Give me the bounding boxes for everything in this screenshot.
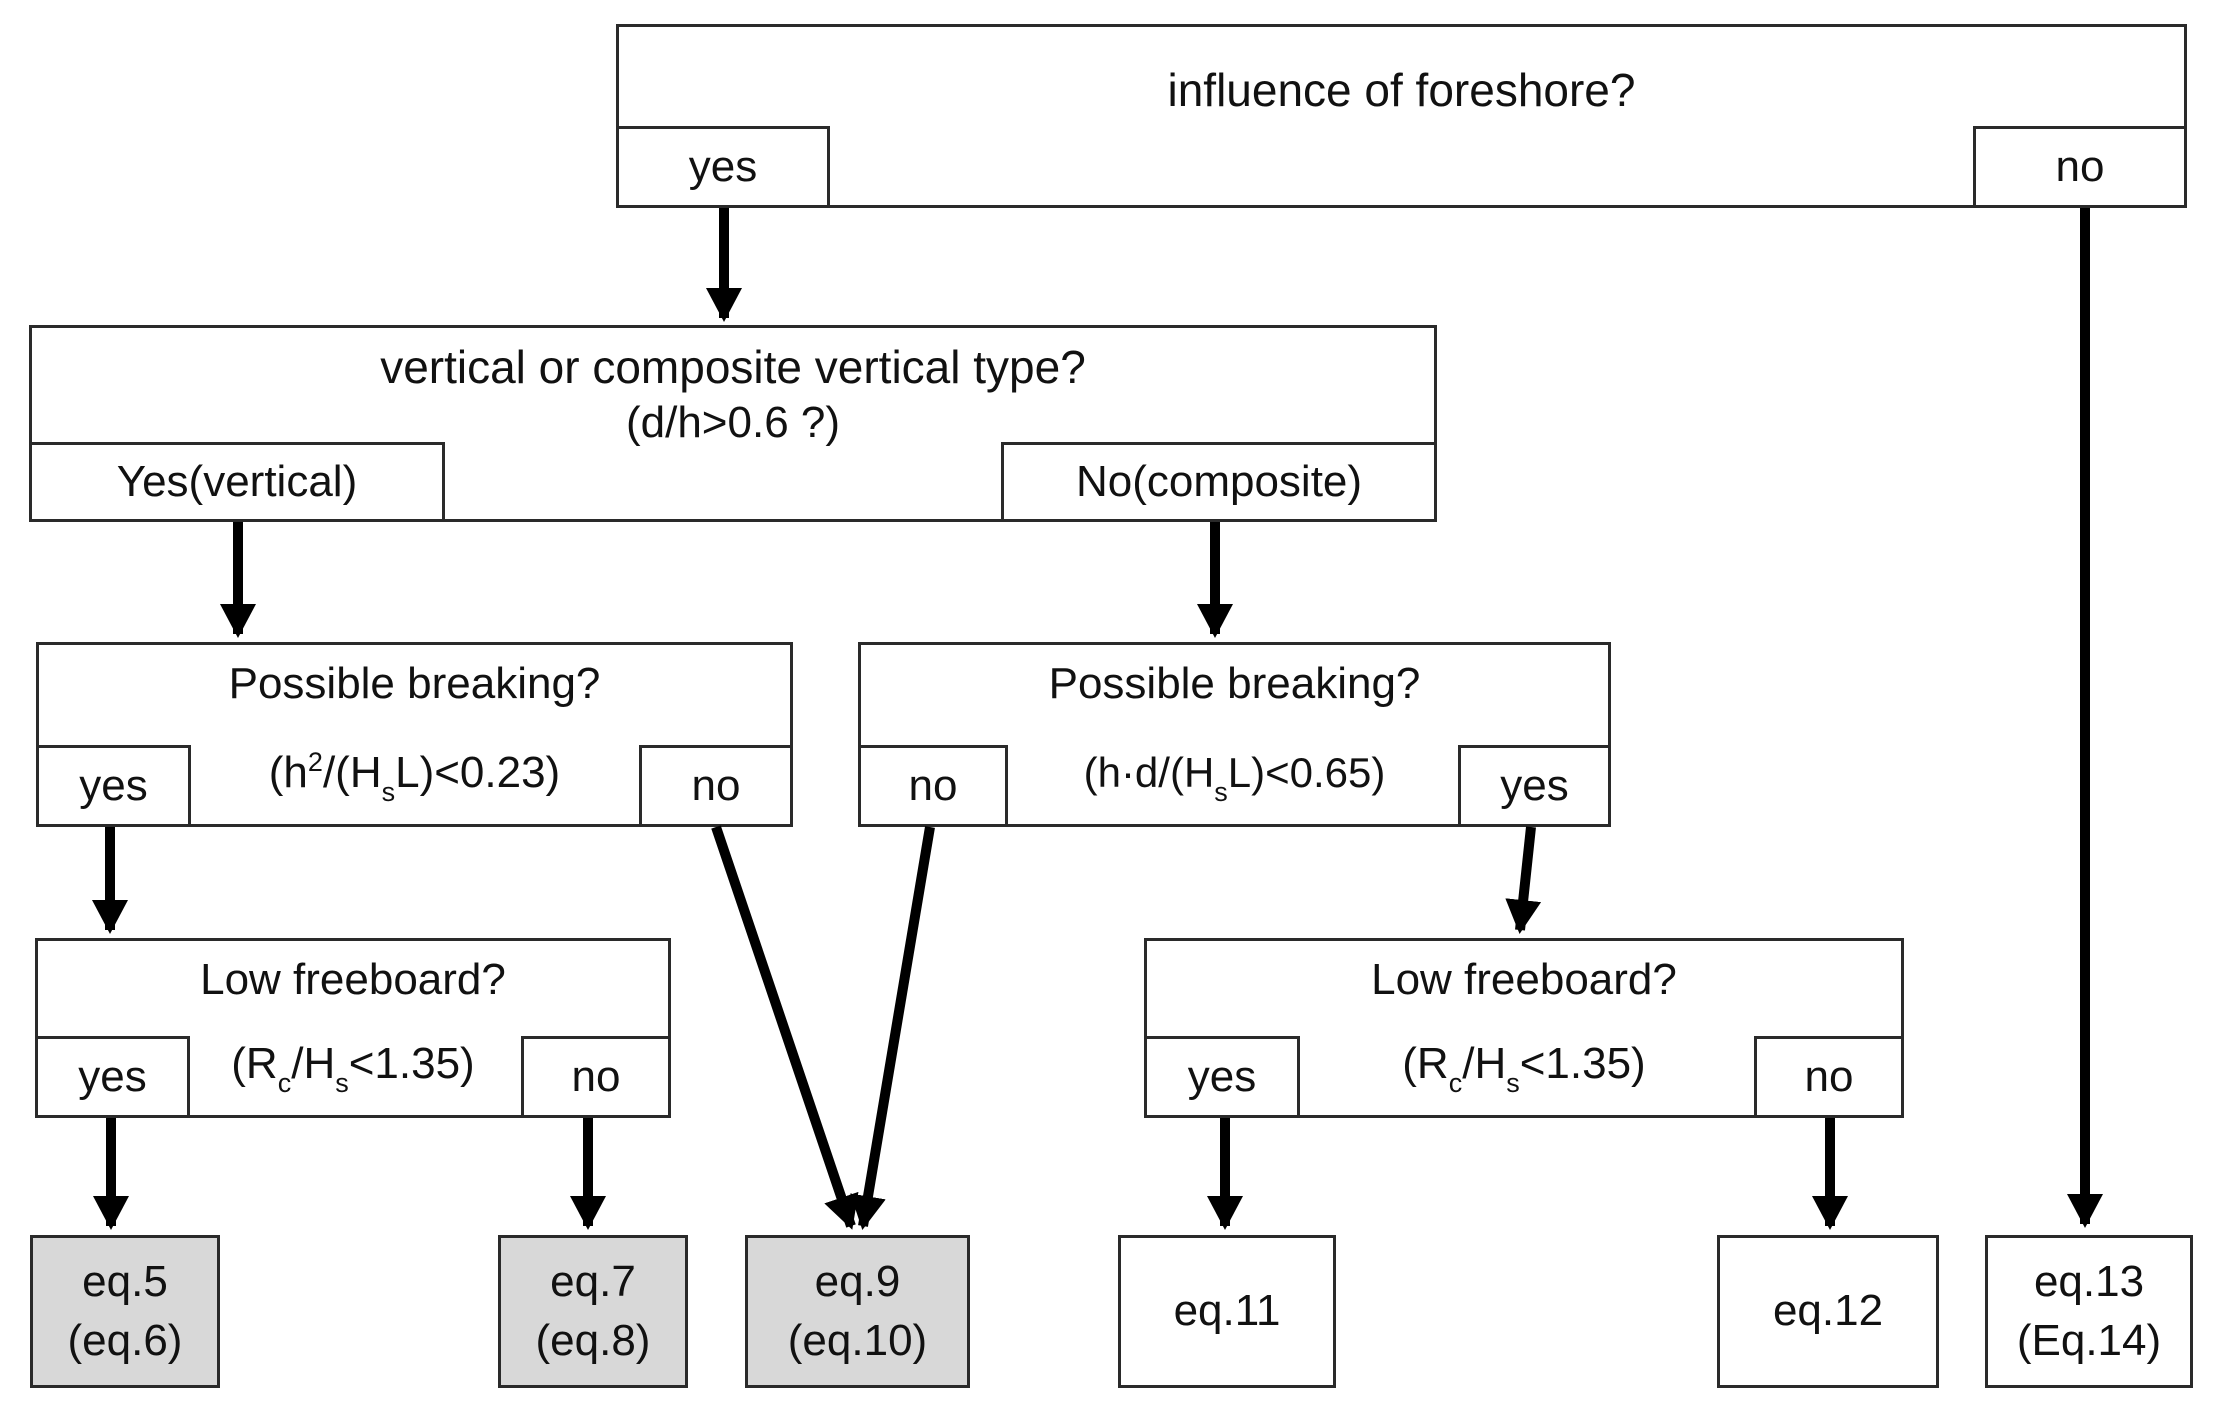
formula-part: (R	[231, 1039, 278, 1088]
formula-part: L)<0.23)	[395, 748, 561, 797]
result-eq9-line2: (eq.10)	[787, 1315, 928, 1365]
breaking-vertical-no-label: no	[691, 761, 741, 810]
formula-part: <1.35)	[1519, 1039, 1646, 1088]
wall-type-condition-label: (d/h>0.6 ?)	[625, 398, 841, 447]
freeboard-vertical-yes-label: yes	[78, 1052, 147, 1101]
formula-part: (h	[268, 748, 308, 797]
freeboard-composite-yes-tab: yes	[1144, 1036, 1300, 1118]
result-eq7-line2: (eq.8)	[535, 1315, 651, 1365]
freeboard-composite-formula: (Rc/Hs<1.35)	[1147, 1039, 1901, 1099]
result-eq13-line1: eq.13	[2033, 1257, 2145, 1307]
freeboard-composite-yes-label: yes	[1187, 1052, 1257, 1101]
arrow-breaking-composite-yes	[1505, 826, 1542, 934]
wall-type-no-tab: No(composite)	[1001, 442, 1437, 522]
result-eq7-line1: eq.7	[550, 1257, 636, 1307]
foreshore-no-tab: no	[1973, 126, 2187, 208]
breaking-vertical-question-label: Possible breaking?	[228, 659, 601, 708]
wall-type-question-label: vertical or composite vertical type?	[380, 341, 1086, 393]
result-eq11-line1: eq.11	[1173, 1286, 1281, 1336]
freeboard-composite-question-label: Low freeboard?	[1371, 955, 1677, 1004]
arrow-breaking-vertical-no-to-eq9	[711, 825, 859, 1230]
formula-subscript: c	[1448, 1068, 1463, 1098]
breaking-composite-yes-label: yes	[1500, 761, 1569, 810]
formula-part: /(H	[322, 748, 382, 797]
result-eq12: eq.12	[1717, 1235, 1939, 1388]
freeboard-vertical-no-tab: no	[521, 1036, 671, 1118]
formula-superscript: 2	[307, 747, 323, 777]
result-eq12-line1: eq.12	[1772, 1286, 1884, 1336]
wall-type-yes-label: Yes(vertical)	[116, 457, 358, 506]
result-eq11: eq.11	[1118, 1235, 1336, 1388]
result-eq9-line1: eq.9	[814, 1257, 901, 1307]
freeboard-vertical-no-label: no	[571, 1052, 621, 1101]
breaking-vertical-no-tab: no	[639, 745, 793, 827]
foreshore-no-label: no	[2055, 142, 2105, 191]
formula-part: (h·d/(H	[1083, 749, 1215, 796]
breaking-composite-question-label: Possible breaking?	[1048, 659, 1421, 708]
breaking-composite-no-label: no	[908, 761, 958, 810]
foreshore-yes-tab: yes	[616, 126, 830, 208]
result-eq13-line2: (Eq.14)	[2016, 1315, 2162, 1365]
wall-type-no-label: No(composite)	[1075, 457, 1363, 506]
breaking-composite-formula: (h·d/(HsL)<0.65)	[861, 749, 1608, 808]
result-eq5-line1: eq.5	[82, 1257, 168, 1307]
result-eq9: eq.9 (eq.10)	[745, 1235, 970, 1388]
formula-part: /H	[291, 1039, 336, 1088]
formula-part: /H	[1462, 1039, 1507, 1088]
breaking-composite-no-tab: no	[858, 745, 1008, 827]
breaking-composite-yes-tab: yes	[1458, 745, 1611, 827]
freeboard-composite-no-label: no	[1804, 1052, 1854, 1101]
formula-part: <1.35)	[348, 1039, 475, 1088]
node-influence-of-foreshore: influence of foreshore?	[616, 24, 2187, 208]
freeboard-vertical-formula: (Rc/Hs<1.35)	[38, 1039, 668, 1099]
breaking-vertical-yes-label: yes	[79, 761, 148, 810]
breaking-vertical-formula: (h2/(HsL)<0.23)	[39, 747, 790, 808]
formula-subscript: s	[1214, 777, 1228, 807]
result-eq5-line2: (eq.6)	[67, 1315, 183, 1365]
result-eq5: eq.5 (eq.6)	[30, 1235, 220, 1388]
formula-subscript: s	[1506, 1068, 1520, 1098]
freeboard-vertical-question-label: Low freeboard?	[200, 955, 506, 1004]
result-eq7: eq.7 (eq.8)	[498, 1235, 688, 1388]
formula-part: (R	[1402, 1039, 1449, 1088]
breaking-vertical-yes-tab: yes	[36, 745, 191, 827]
freeboard-composite-no-tab: no	[1754, 1036, 1904, 1118]
formula-part: L)<0.65)	[1227, 749, 1386, 796]
formula-subscript: s	[335, 1068, 349, 1098]
freeboard-vertical-yes-tab: yes	[35, 1036, 190, 1118]
formula-subscript: s	[381, 777, 396, 807]
foreshore-question-label: influence of foreshore?	[1167, 64, 1636, 116]
wall-type-yes-tab: Yes(vertical)	[29, 442, 445, 522]
formula-subscript: c	[277, 1068, 292, 1098]
foreshore-yes-label: yes	[688, 142, 758, 191]
arrow-breaking-composite-no-to-eq9	[850, 826, 935, 1230]
result-eq13: eq.13 (Eq.14)	[1985, 1235, 2193, 1388]
